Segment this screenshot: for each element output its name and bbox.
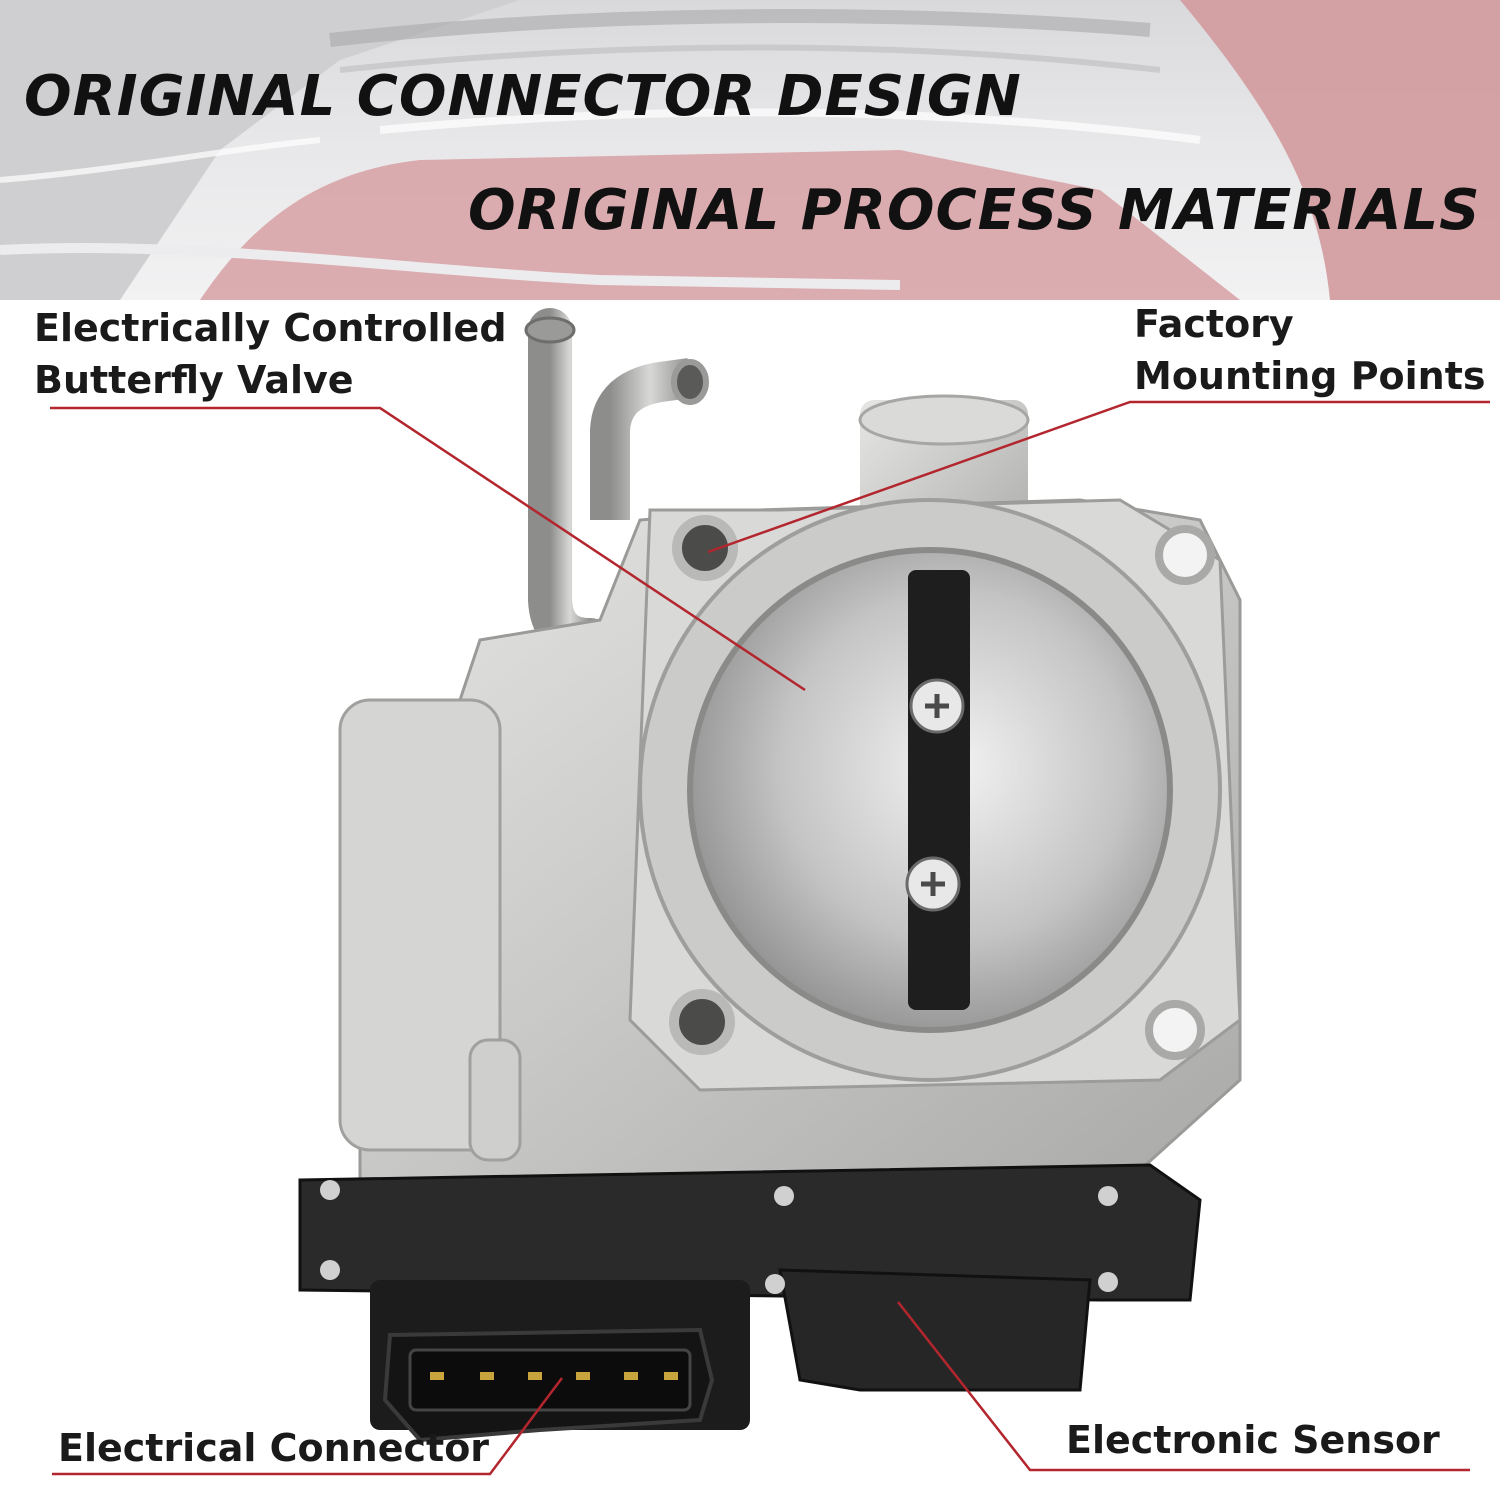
callout-butterfly-valve: Electrically Controlled Butterfly Valve xyxy=(34,302,507,406)
callout-butterfly-valve-line-2: Butterfly Valve xyxy=(34,358,354,402)
callout-mounting-points-line-2: Mounting Points xyxy=(1134,354,1486,398)
headline-original-connector-design: ORIGINAL CONNECTOR DESIGN xyxy=(24,64,1022,129)
mounting-hole-top-right xyxy=(1155,525,1215,585)
callout-electronic-sensor: Electronic Sensor xyxy=(1066,1418,1440,1462)
sensor-housing xyxy=(778,1268,1092,1392)
mounting-hole-bottom-left xyxy=(669,989,735,1055)
throttle-bore xyxy=(638,498,1222,1082)
callout-mounting-points: Factory Mounting Points xyxy=(1134,298,1486,402)
callout-electrical-connector: Electrical Connector xyxy=(58,1426,490,1470)
header-banner: ORIGINAL CONNECTOR DESIGN ORIGINAL PROCE… xyxy=(0,0,1500,300)
car-front-background xyxy=(0,0,1500,300)
butterfly-shaft xyxy=(908,570,970,1010)
callout-mounting-points-line-1: Factory xyxy=(1134,302,1294,346)
mounting-hole-top-left xyxy=(672,515,738,581)
mounting-hole-bottom-right xyxy=(1145,1000,1205,1060)
callout-butterfly-valve-line-1: Electrically Controlled xyxy=(34,306,507,350)
headline-original-process-materials: ORIGINAL PROCESS MATERIALS xyxy=(468,178,1481,243)
